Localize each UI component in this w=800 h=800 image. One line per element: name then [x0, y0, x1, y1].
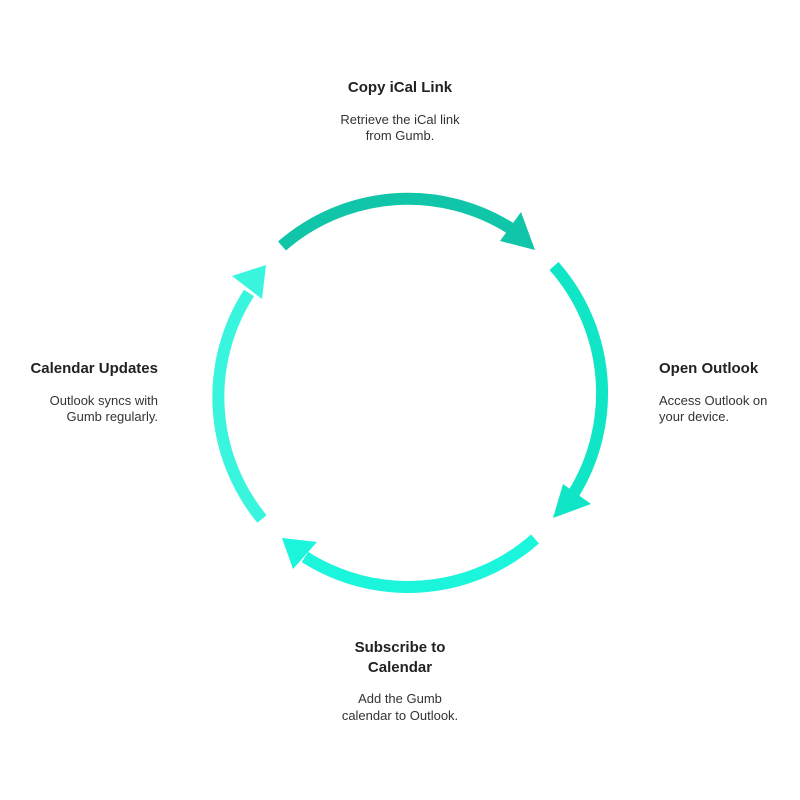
step-open-outlook-title: Open Outlook — [659, 360, 759, 377]
arc-open-to-subscribe — [549, 262, 608, 518]
arc-updates-to-copy-line — [212, 289, 267, 523]
arc-subscribe-to-updates-line — [301, 534, 539, 593]
arc-open-to-subscribe-line — [549, 262, 608, 497]
arrowhead-copy-to-open-icon — [500, 212, 535, 250]
step-copy-ical-link: Copy iCal Link Retrieve the iCal link fr… — [300, 78, 500, 145]
arc-copy-to-open — [278, 192, 535, 251]
step-subscribe-to-calendar-title: Subscribe to Calendar — [354, 639, 446, 676]
step-open-outlook-description: Access Outlook on your device. — [659, 392, 768, 425]
step-copy-ical-link-title: Copy iCal Link — [347, 79, 453, 96]
arrowhead-updates-to-copy-icon — [232, 265, 266, 299]
step-copy-ical-link-description: Retrieve the iCal link from Gumb. — [340, 111, 460, 144]
step-subscribe-to-calendar: Subscribe to Calendar Add the Gumb calen… — [300, 638, 500, 725]
step-calendar-updates-title: Calendar Updates — [30, 360, 158, 377]
step-open-outlook: Open Outlook Access Outlook on your devi… — [659, 359, 799, 426]
arrowhead-open-to-subscribe-icon — [553, 484, 591, 518]
arc-updates-to-copy — [212, 265, 267, 523]
arc-subscribe-to-updates — [282, 534, 539, 593]
arc-copy-to-open-line — [278, 192, 514, 251]
step-calendar-updates: Calendar Updates Outlook syncs with Gumb… — [8, 359, 158, 426]
arrowhead-subscribe-to-updates-icon — [282, 538, 317, 569]
step-calendar-updates-description: Outlook syncs with Gumb regularly. — [49, 392, 158, 425]
step-subscribe-to-calendar-description: Add the Gumb calendar to Outlook. — [341, 691, 459, 723]
